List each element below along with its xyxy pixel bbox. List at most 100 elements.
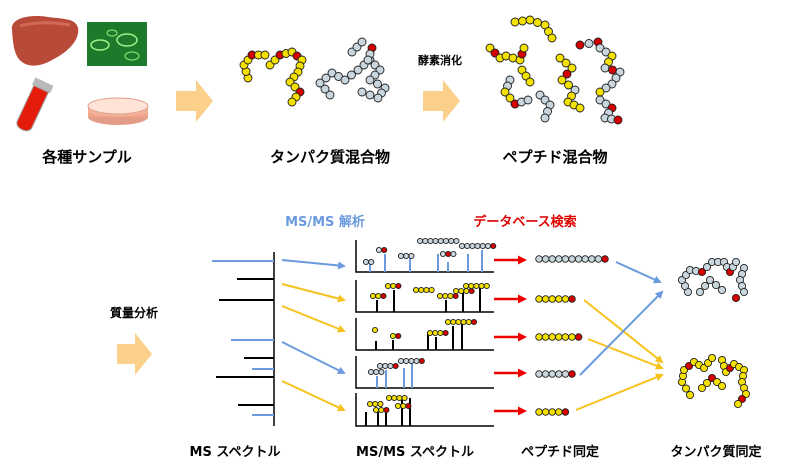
digestion-label: 酵素消化 — [418, 53, 462, 67]
protein-id-bead — [711, 280, 721, 290]
samples-label: 各種サンプル — [41, 148, 132, 166]
peptide-bead — [525, 15, 535, 25]
protein-bead — [325, 90, 335, 100]
fragment-bead — [394, 402, 402, 410]
fragment-bead — [478, 282, 485, 290]
fragment-bead — [408, 357, 415, 365]
peptide-bead — [607, 79, 617, 89]
fragment-bead — [445, 250, 452, 258]
mass-analysis-label: 質量分析 — [110, 305, 158, 320]
fragment-bead — [371, 326, 379, 334]
fragment-bead — [389, 332, 397, 340]
peptide-id-bead — [555, 295, 563, 303]
fragment-bead — [447, 292, 454, 300]
protein-bead — [365, 90, 375, 100]
peptide-id-label: ペプチド同定 — [521, 444, 599, 460]
fragment-bead — [395, 332, 402, 340]
fragment-bead — [375, 292, 382, 300]
protein-id-bead — [697, 383, 707, 393]
peptide-id-bead — [581, 255, 589, 263]
msms-panel-3 — [355, 318, 494, 351]
msms-panel-4 — [355, 356, 494, 389]
peptide-id-bead — [535, 408, 543, 416]
peptide-bead — [557, 75, 567, 85]
fragment-bead — [381, 246, 388, 254]
protein-id-bead — [707, 353, 717, 363]
peptide-id-bead — [568, 255, 576, 263]
protein-bead — [357, 87, 367, 97]
peptide-bead — [561, 58, 571, 68]
fragment-bead — [490, 242, 497, 250]
peptide-bead — [601, 99, 611, 109]
arrow-ms-to-msms-5 — [281, 380, 346, 412]
peptide-id-bead — [535, 255, 543, 263]
fragment-bead — [376, 362, 384, 370]
fragment-bead — [453, 237, 460, 245]
peptide-id-bead — [568, 333, 576, 341]
fragment-bead — [442, 329, 449, 337]
arrow-peptide-to-protein-5 — [575, 373, 664, 411]
msms-axis — [355, 356, 494, 389]
fragment-bead — [403, 252, 410, 260]
peptide-bead — [500, 87, 510, 97]
fragment-bead — [448, 237, 455, 245]
peptide-id-bead — [574, 255, 583, 263]
fragment-bead — [387, 362, 394, 370]
fragment-bead — [458, 242, 466, 250]
ms-spectrum — [212, 252, 275, 426]
fragment-bead — [413, 357, 420, 365]
fragment-bead — [464, 242, 471, 250]
peptide-id-bead — [548, 370, 556, 378]
msms-analysis-label: MS/MS 解析 — [285, 214, 365, 230]
database-search-label: データベース検索 — [473, 214, 576, 230]
protein-bead — [365, 75, 375, 85]
peptide-id-bead — [568, 370, 576, 378]
cell-culture-icon — [87, 22, 147, 66]
fragment-bead — [366, 400, 374, 408]
peptide-bead — [611, 73, 621, 83]
peptide-id-bead — [561, 370, 570, 378]
protein-bead — [373, 79, 382, 89]
fragment-bead — [468, 287, 475, 295]
protein-id-bead — [731, 257, 741, 267]
fragment-bead — [396, 394, 403, 402]
peptide-id-bead — [541, 333, 550, 341]
peptide-bead — [521, 71, 531, 81]
test-tube-icon — [16, 77, 54, 132]
fragment-bead — [465, 318, 472, 326]
fragment-bead — [442, 292, 449, 300]
msms-axis — [355, 393, 494, 427]
peptide-id-bead — [535, 333, 543, 341]
fragment-bead — [432, 329, 439, 337]
peptide-bead — [595, 43, 605, 53]
peptide-id-bead — [601, 255, 609, 263]
fragment-bead — [479, 242, 486, 250]
msms-panel-1 — [355, 237, 497, 273]
fragment-bead — [392, 362, 399, 370]
fragment-bead — [460, 318, 467, 326]
peptide-bead — [519, 43, 529, 53]
peptide-bead — [600, 63, 610, 73]
protein-id-bead — [695, 287, 705, 297]
fragment-bead — [405, 402, 412, 410]
msms-axis — [355, 318, 494, 351]
fragment-bead — [439, 250, 447, 258]
fragment-bead — [428, 286, 435, 294]
peptide-bead — [533, 18, 542, 27]
protein-mixture-label: タンパク質混合物 — [270, 148, 390, 166]
protein-id-bead — [697, 267, 707, 277]
peptide-id-bead — [555, 255, 563, 263]
protein-id-bead — [739, 287, 749, 297]
arrow-peptide-to-protein-4 — [579, 290, 664, 376]
peptide-bead — [562, 69, 572, 79]
fragment-bead — [450, 318, 457, 326]
fragment-bead — [400, 402, 407, 410]
arrow-peptide-to-protein-3 — [587, 338, 664, 370]
peptide-bead — [575, 40, 585, 50]
protein-id-bead — [717, 285, 727, 295]
protein-id-bead — [717, 381, 727, 391]
protein-bead — [357, 37, 367, 47]
peptide-id-bead — [535, 370, 543, 378]
fragment-bead — [418, 357, 425, 365]
